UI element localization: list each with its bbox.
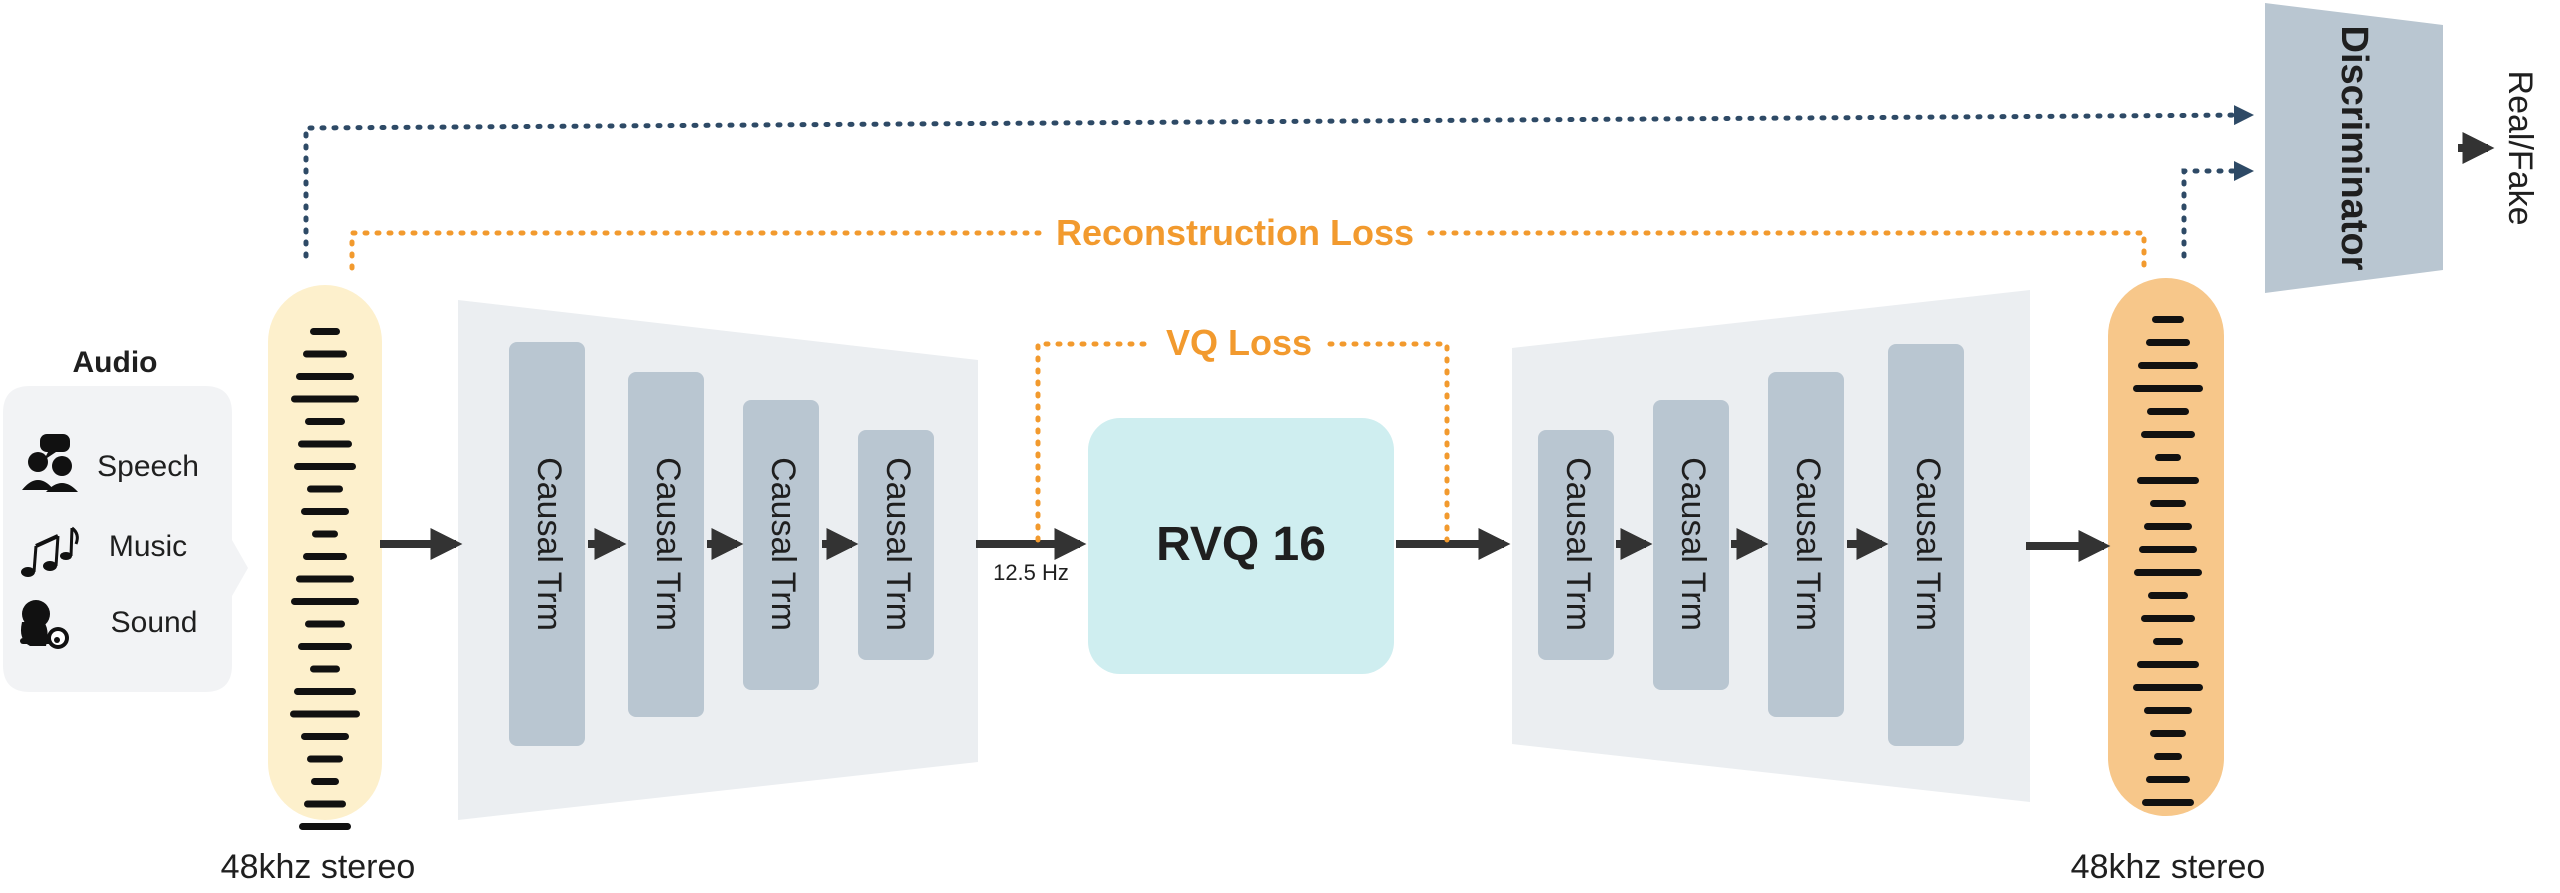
waveform-bar bbox=[298, 440, 352, 448]
waveform-bar bbox=[303, 553, 347, 560]
discriminator-input-paths bbox=[303, 105, 2254, 259]
waveform-bar bbox=[291, 598, 359, 605]
encoder-trapezoid bbox=[458, 300, 978, 820]
flow-arrows bbox=[380, 132, 2495, 562]
rvq-quantizer-label: RVQ 16 bbox=[1156, 518, 1326, 571]
waveform-bar bbox=[2142, 799, 2194, 806]
reconstruction-loss-path-right bbox=[1427, 230, 2147, 271]
reconstruction-loss-path-left bbox=[349, 230, 1043, 271]
encoder-block-3: Causal Trm bbox=[743, 400, 819, 690]
encoder-block-4: Causal Trm bbox=[858, 430, 934, 660]
waveform-bar bbox=[305, 418, 345, 425]
waveform-bar bbox=[2146, 339, 2190, 346]
waveform-bar bbox=[2155, 454, 2181, 461]
waveform-bar bbox=[2137, 477, 2199, 484]
waveform-bar bbox=[2133, 684, 2203, 691]
music-notes-icon bbox=[21, 526, 79, 577]
svg-text:Causal Trm: Causal Trm bbox=[530, 457, 568, 631]
audio-item-sound-label: Sound bbox=[111, 606, 198, 639]
waveform-bar bbox=[303, 350, 347, 358]
waveform-bar bbox=[2134, 569, 2202, 576]
vq-loss-path-right bbox=[1327, 341, 1450, 543]
reconstruction-loss-label: Reconstruction Loss bbox=[1056, 212, 1414, 253]
waveform-bar bbox=[2144, 707, 2192, 714]
waveform-bar bbox=[312, 530, 338, 538]
waveform-bar bbox=[2148, 592, 2188, 599]
waveform-bar bbox=[2147, 408, 2189, 415]
decoder-block-4: Causal Trm bbox=[1888, 344, 1964, 746]
svg-text:Causal Trm: Causal Trm bbox=[764, 457, 802, 631]
waveform-bar bbox=[2138, 362, 2198, 369]
waveform-bar bbox=[2154, 753, 2182, 760]
rvq-quantizer-box bbox=[1088, 418, 1394, 674]
waveform-bar bbox=[299, 823, 351, 830]
svg-text:Causal Trm: Causal Trm bbox=[1789, 457, 1827, 631]
svg-text:Causal Trm: Causal Trm bbox=[1909, 457, 1947, 631]
waveform-bar bbox=[290, 710, 360, 718]
sound-icon bbox=[20, 600, 69, 649]
input-waveform-label: 48khz stereo bbox=[221, 848, 416, 886]
real-fake-label: Real/Fake bbox=[2501, 71, 2539, 226]
generated-audio-path bbox=[2181, 161, 2254, 259]
waveform-bar bbox=[310, 328, 340, 335]
waveform-bar bbox=[294, 688, 356, 695]
waveform-bar bbox=[2137, 661, 2199, 668]
waveform-bar bbox=[298, 643, 352, 650]
audio-panel-title: Audio bbox=[73, 346, 158, 379]
waveform-bar bbox=[2141, 431, 2195, 438]
vq-loss-path-left bbox=[1035, 341, 1151, 543]
audio-item-speech-label: Speech bbox=[97, 450, 199, 483]
waveform-bar bbox=[291, 395, 359, 403]
encoder-block-2: Causal Trm bbox=[628, 372, 704, 717]
decoder-block-2: Causal Trm bbox=[1653, 400, 1729, 690]
waveform-bar bbox=[311, 778, 339, 785]
input-waveform bbox=[290, 328, 360, 830]
waveform-bar bbox=[296, 575, 354, 583]
svg-text:Causal Trm: Causal Trm bbox=[1559, 457, 1597, 631]
waveform-bar bbox=[2139, 546, 2197, 553]
vq-loss-label: VQ Loss bbox=[1166, 322, 1312, 363]
waveform-bar bbox=[296, 373, 354, 380]
waveform-bar bbox=[307, 485, 343, 493]
waveform-bar bbox=[301, 508, 349, 515]
waveform-bar bbox=[2144, 523, 2192, 530]
waveform-bar bbox=[2153, 638, 2183, 645]
discriminator-trapezoid bbox=[2265, 3, 2443, 293]
frame-rate-label: 12.5 Hz bbox=[993, 560, 1069, 585]
waveform-bar bbox=[2152, 316, 2184, 323]
waveform-bar bbox=[301, 733, 349, 740]
waveform-bar bbox=[304, 800, 346, 808]
waveform-bar bbox=[294, 463, 356, 470]
decoder-block-1: Causal Trm bbox=[1538, 430, 1614, 660]
loss-paths bbox=[349, 230, 2147, 543]
waveform-bar bbox=[2150, 500, 2186, 507]
audio-item-music-label: Music bbox=[109, 530, 187, 563]
input-waveform-pill bbox=[268, 285, 382, 820]
waveform-bar bbox=[307, 755, 343, 763]
svg-text:Causal Trm: Causal Trm bbox=[879, 457, 917, 631]
output-waveform-label: 48khz stereo bbox=[2071, 848, 2266, 886]
svg-text:Causal Trm: Causal Trm bbox=[1674, 457, 1712, 631]
waveform-bar bbox=[2133, 385, 2203, 392]
output-waveform bbox=[2133, 316, 2203, 806]
discriminator-label: Discriminator bbox=[2333, 26, 2375, 271]
speech-icon bbox=[22, 434, 78, 492]
waveform-bar bbox=[2150, 730, 2186, 737]
waveform-bar bbox=[2141, 615, 2195, 622]
waveform-bar bbox=[305, 620, 345, 628]
waveform-bar bbox=[2146, 776, 2190, 783]
encoder-block-1: Causal Trm bbox=[509, 342, 585, 746]
svg-text:Causal Trm: Causal Trm bbox=[649, 457, 687, 631]
waveform-bar bbox=[310, 665, 340, 673]
decoder-block-3: Causal Trm bbox=[1768, 372, 1844, 717]
